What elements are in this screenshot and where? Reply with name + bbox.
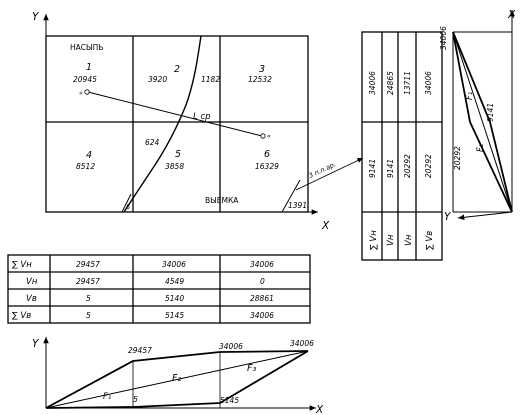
summary-row-2-c3: 0 bbox=[260, 277, 265, 286]
bottom-v5: 5145 bbox=[220, 396, 239, 405]
cut-centroid bbox=[260, 133, 266, 139]
rot-x-label: X bbox=[507, 9, 516, 21]
cell-5-volume-fill: 624 bbox=[145, 138, 160, 147]
summary-row-3-c1: 5 bbox=[86, 294, 91, 303]
transfer-arrow bbox=[295, 157, 364, 191]
bottom-f2: F₂ bbox=[172, 373, 181, 384]
summary-row-4-c3: 34006 bbox=[250, 311, 274, 320]
cell-3-number: 3 bbox=[259, 64, 265, 75]
rot-left-value: 20292 bbox=[453, 146, 462, 170]
side-top-2: 24865 bbox=[386, 71, 395, 95]
side-bottom-1: 9141 bbox=[368, 159, 377, 178]
side-header-1: ∑ Vн bbox=[369, 230, 379, 250]
side-bottom-4: 20292 bbox=[424, 154, 433, 178]
side-table-frame bbox=[361, 31, 443, 261]
summary-table: ∑ Vн 29457 34006 34006 Vн 29457 4549 0 V… bbox=[7, 254, 311, 324]
summary-row-3-c2: 5140 bbox=[165, 294, 184, 303]
summary-row-4-c2: 5145 bbox=[165, 311, 184, 320]
rot-f1-label: F₁ bbox=[465, 92, 475, 100]
side-bottom-3: 20292 bbox=[403, 154, 412, 178]
rot-y-label: Y bbox=[444, 211, 452, 223]
side-top-4: 34006 bbox=[424, 71, 433, 95]
fill-centroid bbox=[84, 89, 90, 95]
mean-distance-label: L ср bbox=[193, 112, 211, 122]
bottom-v2: 34006 bbox=[219, 342, 243, 351]
rot-diagonal bbox=[452, 31, 513, 213]
cell-2-volume: 3920 bbox=[148, 75, 167, 84]
summary-row-4-label: ∑ Vв bbox=[12, 311, 31, 321]
summary-row-2-c1: 29457 bbox=[76, 277, 100, 286]
side-header-2: Vн bbox=[386, 234, 396, 246]
cell6-corner-line bbox=[281, 179, 301, 213]
zero-work-line bbox=[123, 35, 202, 213]
side-top-1: 34006 bbox=[368, 71, 377, 95]
site-plan: Y X « « НАСЫПЬ ВЫЕМКА L ср 1 20945 2 392… bbox=[32, 11, 364, 232]
bottom-v1: 29457 bbox=[128, 346, 152, 355]
plan-grid-frame bbox=[45, 35, 309, 213]
bottom-v4: 5 bbox=[133, 395, 138, 404]
side-bottom-2: 9141 bbox=[386, 159, 395, 178]
fill-label: НАСЫПЬ bbox=[70, 43, 103, 52]
bottom-y-label: Y bbox=[32, 338, 40, 350]
bottom-x-label: X bbox=[315, 404, 324, 415]
cumulative-fill-curve bbox=[45, 350, 309, 409]
cell-4-small-volume: 5 bbox=[126, 203, 130, 211]
summary-row-2-c2: 4549 bbox=[165, 277, 184, 286]
cell-3-volume: 12532 bbox=[248, 75, 272, 84]
rot-curve-lower bbox=[452, 31, 513, 213]
cell-6-number: 6 bbox=[264, 149, 270, 160]
bottom-f1: F₁ bbox=[103, 392, 111, 402]
cell-2-number: 2 bbox=[174, 64, 180, 75]
side-table: 34006 24865 13711 34006 9141 9141 20292 … bbox=[361, 31, 443, 261]
bottom-diagonal bbox=[45, 350, 309, 409]
cell-4-volume: 8512 bbox=[76, 162, 95, 171]
mass-curve-chart: Y X 29457 34006 34006 5 5145 F₁ F₂ F₃ bbox=[32, 337, 324, 415]
cumulative-cut-curve bbox=[45, 350, 309, 409]
cut-centroid-mark: « bbox=[267, 132, 271, 140]
rot-top-value: 34006 bbox=[439, 26, 448, 50]
mean-distance-line bbox=[87, 91, 263, 137]
cell-5-number: 5 bbox=[175, 149, 181, 160]
rot-f2-label: F₂ bbox=[476, 143, 486, 152]
summary-row-3-c3: 28861 bbox=[250, 294, 274, 303]
cell-1-number: 1 bbox=[86, 62, 92, 73]
cell4-corner-line bbox=[121, 193, 132, 213]
fill-centroid-mark: « bbox=[79, 89, 83, 97]
rot-curve bbox=[452, 31, 513, 213]
cell-6-volume: 16329 bbox=[255, 162, 279, 171]
rot-mid-value: 9141 bbox=[486, 103, 495, 122]
bottom-f3: F₃ bbox=[247, 363, 256, 374]
summary-row-1-c1: 29457 bbox=[76, 260, 100, 269]
summary-row-1-label: ∑ Vн bbox=[12, 260, 32, 270]
rotated-mass-diagram: 34006 9141 20292 F₁ F₂ X Y bbox=[439, 9, 516, 223]
side-top-3: 13711 bbox=[403, 71, 412, 95]
cell-5-volume: 3858 bbox=[165, 162, 184, 171]
side-header-3: Vн bbox=[404, 234, 414, 246]
side-header-4: ∑ Vв bbox=[425, 231, 435, 250]
summary-row-4-c1: 5 bbox=[86, 311, 91, 320]
summary-row-3-label: Vв bbox=[26, 294, 37, 304]
cut-label: ВЫЕМКА bbox=[205, 196, 239, 205]
plan-y-label: Y bbox=[32, 11, 40, 23]
cell-4-number: 4 bbox=[86, 150, 92, 161]
transfer-arrow-label: 3 п.п.ар. bbox=[307, 160, 337, 180]
bottom-v3: 34006 bbox=[290, 339, 314, 348]
summary-row-2-label: Vн bbox=[26, 277, 38, 287]
summary-row-1-c2: 34006 bbox=[162, 260, 186, 269]
cell-1-volume: 20945 bbox=[73, 75, 97, 84]
plan-x-label: X bbox=[321, 220, 330, 232]
cell-2-volume-cut: 1182 bbox=[201, 75, 220, 84]
cell-6-corner-volume: 1391 bbox=[288, 201, 307, 210]
rot-y-axis-left bbox=[457, 211, 513, 221]
summary-row-1-c3: 34006 bbox=[250, 260, 274, 269]
